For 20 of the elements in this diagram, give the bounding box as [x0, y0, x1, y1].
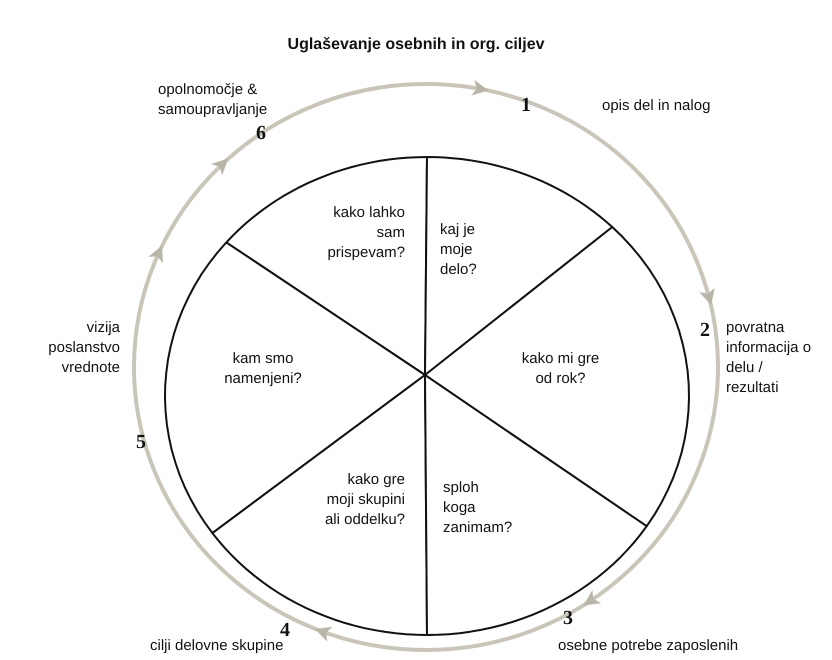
step-number: 1: [521, 95, 532, 115]
sector-wedge: [424, 374, 648, 636]
question-text: kaj je moje delo?: [440, 220, 477, 280]
stage-label: opolnomočje & samoupravljanje: [158, 80, 268, 120]
sector-wedge: [211, 374, 428, 636]
question-text: kako mi gre od rok?: [520, 349, 600, 389]
step-number: 6: [256, 123, 267, 143]
question-text: sploh koga zanimam?: [443, 478, 512, 538]
question-text: kam smo namenjeni?: [223, 349, 303, 389]
diagram-title: Uglaševanje osebnih in org. ciljev: [286, 36, 546, 54]
stage-label: vizija poslanstvo vrednote: [47, 318, 120, 378]
step-number: 5: [136, 432, 147, 452]
step-number: 2: [700, 320, 711, 340]
stage-label: opis del in nalog: [602, 96, 712, 116]
stage-label: osebne potrebe zaposlenih: [558, 636, 740, 656]
stage-label: povratna informacija o delu / rezultati: [726, 318, 812, 398]
step-number: 3: [563, 608, 574, 628]
question-text: kako gre moji skupini ali oddelku?: [324, 470, 405, 530]
question-text: kako lahko sam prispevam?: [327, 203, 405, 263]
sector-wedge: [164, 241, 426, 535]
